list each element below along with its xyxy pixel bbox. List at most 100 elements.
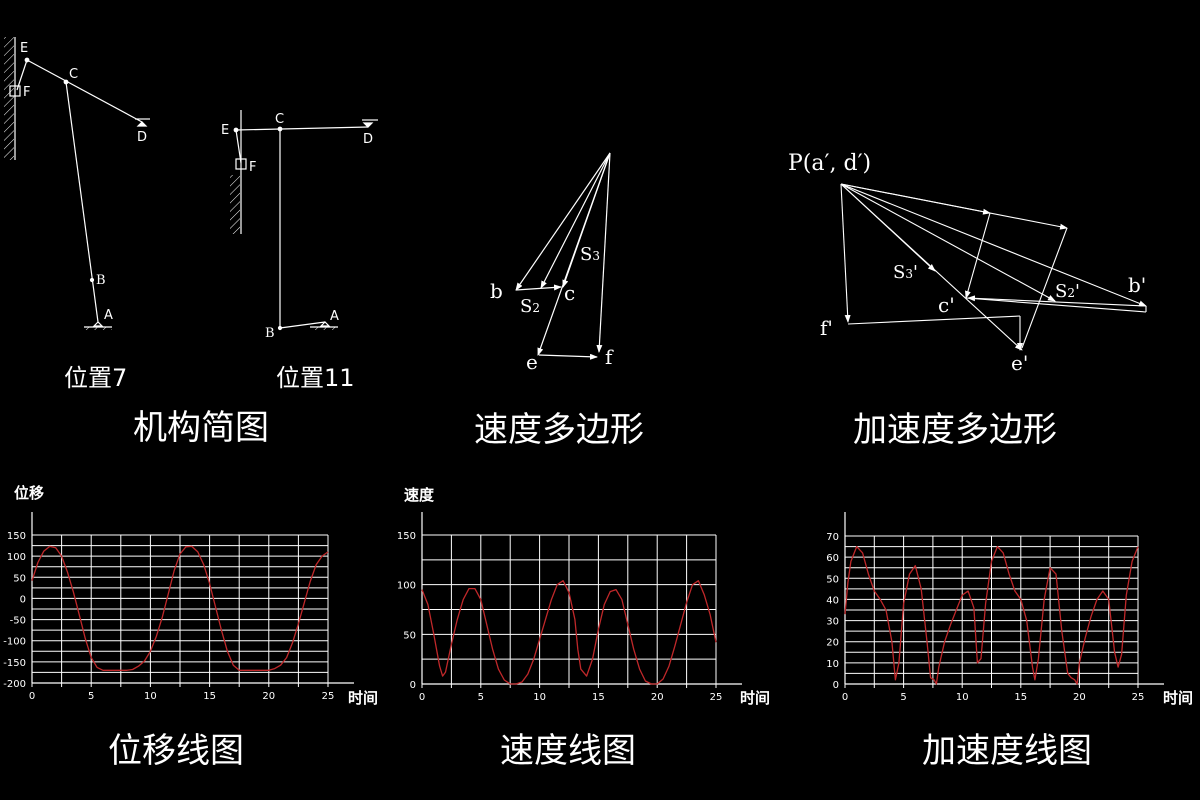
label-b-prime: b' — [1128, 273, 1146, 297]
vector-pb — [515, 152, 611, 291]
link-CA — [65, 81, 99, 323]
joint-E — [24, 57, 30, 63]
svg-text:A: A — [330, 309, 339, 324]
link-ECD — [26, 59, 143, 123]
x-tick-label: 20 — [651, 692, 664, 703]
vector-ps2 — [540, 152, 611, 289]
label-s3-prime: S3' — [893, 262, 918, 283]
label-e: e — [526, 350, 538, 374]
y-tick-label: 0 — [410, 680, 416, 691]
y-tick-label: 0 — [20, 594, 26, 605]
velocity-xlabel: 时间 — [740, 689, 771, 707]
x-tick-label: 5 — [900, 692, 906, 703]
x-tick-label: 10 — [144, 691, 157, 702]
x-tick-label: 25 — [710, 692, 723, 703]
data-series-line — [844, 545, 1139, 685]
vector-pf — [596, 152, 611, 353]
position-7-caption: 位置7 — [64, 364, 128, 392]
x-tick-label: 0 — [842, 692, 848, 703]
x-tick-label: 20 — [262, 691, 275, 702]
label-F7: F — [23, 85, 30, 100]
acceleration-polygon — [840, 183, 1147, 351]
displacement-ylabel: 位移 — [14, 484, 45, 502]
mechanism-position-7 — [4, 37, 150, 330]
label-f: f — [605, 345, 614, 369]
y-tick-label: -100 — [3, 637, 26, 648]
label-pole: P(a′, d′) — [788, 151, 871, 176]
vector-pb-prime — [840, 183, 1147, 307]
velocity-ylabel: 速度 — [404, 486, 435, 504]
label-B7: B — [96, 273, 106, 288]
slider-F — [9, 85, 21, 97]
link-EF — [16, 59, 28, 91]
x-tick-label: 15 — [203, 691, 216, 702]
label-C7: C — [69, 67, 78, 82]
y-tick-label: 50 — [826, 574, 839, 585]
vector-ps3-prime — [840, 183, 936, 272]
y-tick-label: 20 — [826, 638, 839, 649]
velocity-polygon — [515, 152, 611, 360]
svg-text:F: F — [249, 160, 256, 175]
displacement-xlabel: 时间 — [348, 689, 379, 707]
svg-text:E: E — [221, 123, 229, 138]
label-s3: S3 — [580, 244, 600, 265]
label-b: b — [490, 279, 503, 303]
vector-ps2-prime — [840, 183, 1056, 302]
vector-bc — [515, 284, 562, 291]
x-tick-label: 5 — [88, 691, 94, 702]
y-tick-label: -200 — [3, 679, 26, 690]
y-tick-label: -50 — [10, 616, 26, 627]
y-tick-label: 100 — [397, 581, 416, 592]
x-tick-label: 20 — [1073, 692, 1086, 703]
x-tick-label: 10 — [533, 692, 546, 703]
link-BA-11 — [279, 321, 326, 329]
vector-pf-prime — [840, 183, 851, 323]
x-tick-label: 15 — [1014, 692, 1027, 703]
displacement-chart-title: 位移线图 — [108, 731, 244, 771]
position-11-labels: E F C D B A — [221, 112, 373, 341]
x-tick-label: 15 — [592, 692, 605, 703]
acceleration-polygon-caption: 加速度多边形 — [853, 410, 1057, 450]
y-tick-label: 50 — [13, 573, 26, 584]
x-tick-label: 25 — [322, 691, 335, 702]
x-tick-label: 5 — [478, 692, 484, 703]
link-ECD-11 — [235, 126, 369, 131]
y-tick-label: 30 — [826, 617, 839, 628]
mechanism-position-11 — [230, 110, 378, 331]
x-tick-label: 0 — [419, 692, 425, 703]
position-7-labels: E F C D B A — [20, 41, 147, 323]
label-A7: A — [104, 308, 113, 323]
wall-hatch — [4, 37, 14, 160]
x-tick-label: 25 — [1132, 692, 1145, 703]
vector-ef — [538, 353, 598, 360]
velocity-polygon-caption: 速度多边形 — [474, 410, 644, 450]
y-tick-label: -150 — [3, 658, 26, 669]
x-tick-label: 0 — [29, 691, 35, 702]
acceleration-polygon-labels: P(a′, d′) b' c' e' f' S2' S3' — [788, 151, 1146, 375]
y-tick-label: 0 — [833, 680, 839, 691]
label-e-prime: e' — [1011, 351, 1028, 375]
support-A — [92, 321, 104, 327]
label-f-prime: f' — [820, 316, 833, 340]
data-series-line — [421, 580, 717, 685]
velocity-chart: 150 100 50 00 5 10 15 20 25 — [397, 512, 742, 703]
slider-F-11 — [235, 158, 247, 170]
y-tick-label: 50 — [403, 630, 416, 641]
vector-pe — [537, 152, 611, 356]
y-tick-label: 10 — [826, 659, 839, 670]
link-EF-11 — [235, 129, 242, 164]
mechanism-caption: 机构简图 — [133, 408, 269, 448]
label-c-prime: c' — [938, 293, 955, 317]
y-tick-label: 100 — [7, 552, 26, 563]
svg-text:D: D — [363, 132, 373, 147]
y-tick-label: 150 — [397, 531, 416, 542]
velocity-polygon-labels: b c e f S2 S3 — [490, 244, 614, 374]
label-s2-prime: S2' — [1055, 281, 1080, 302]
label-s2: S2 — [520, 296, 540, 317]
y-tick-label: 70 — [826, 532, 839, 543]
y-tick-label: 40 — [826, 595, 839, 606]
svg-text:C: C — [275, 112, 284, 127]
support-D — [136, 121, 148, 127]
